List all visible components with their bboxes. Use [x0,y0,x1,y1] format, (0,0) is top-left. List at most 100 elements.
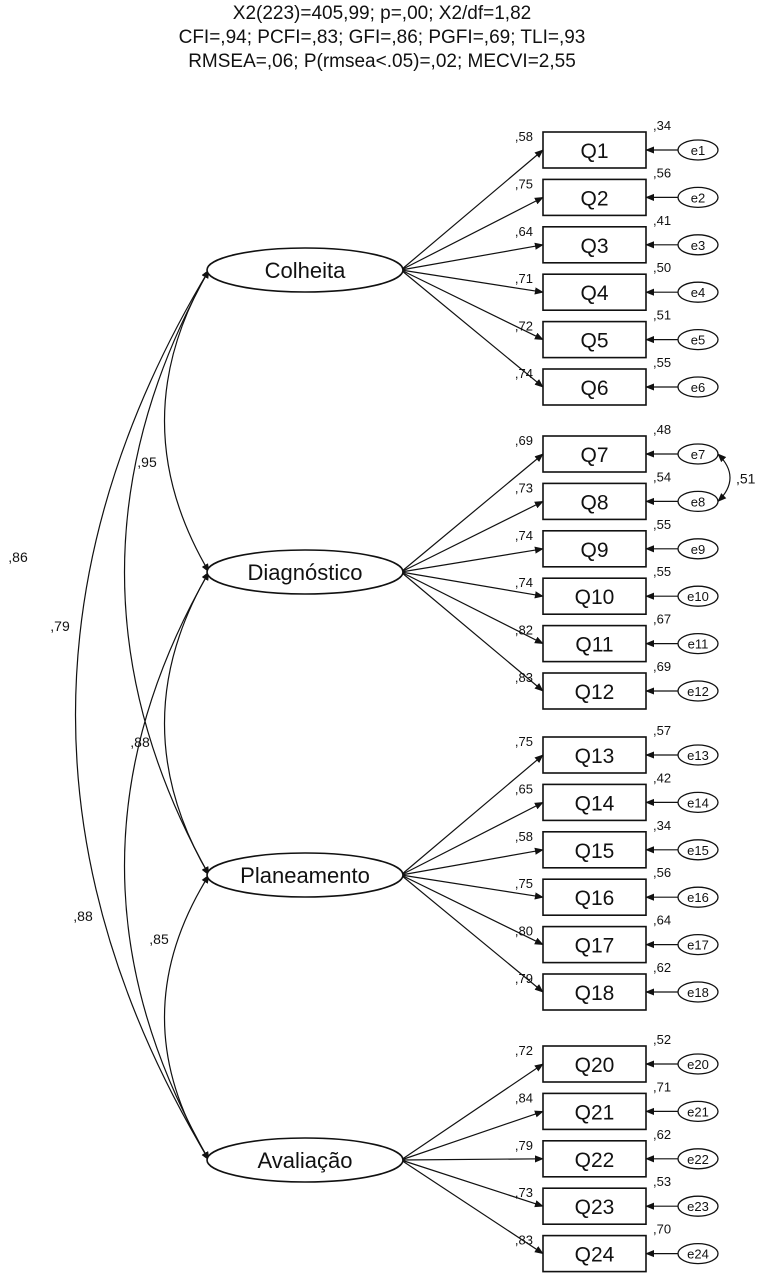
loading-value-q8: ,73 [515,480,533,495]
error-label-e8: e8 [691,494,705,509]
loading-value-q24: ,83 [515,1233,533,1248]
error-label-e18: e18 [687,985,709,1000]
loading-value-q7: ,69 [515,433,533,448]
indicator-box-q1 [542,131,647,169]
correlation-value-diagnostico-avaliacao: ,88 [73,908,93,924]
indicator-label-q13: Q13 [575,745,615,768]
error-label-e4: e4 [691,285,705,300]
indicator-box-q3 [542,226,647,264]
fit-line-3: RMSEA=,06; P(rmsea<.05)=,02; MECVI=2,55 [188,51,576,72]
factor-label-colheita: Colheita [265,258,346,283]
loading-arrow-q20 [400,1063,544,1161]
indicator-box-q2 [542,178,647,217]
indicator-label-q18: Q18 [575,982,615,1005]
factor-label-diagnostico: Diagnóstico [248,560,363,585]
indicator-label-q21: Q21 [575,1101,615,1124]
diagram-nodes [206,131,719,1273]
error-label-e22: e22 [687,1152,709,1167]
correlation-value-diagnostico-planeamento: ,88 [130,734,150,750]
error-label-e12: e12 [687,684,709,699]
loading-arrow-q13 [400,754,544,876]
error-ellipse-e17 [677,933,719,956]
loading-value-q5: ,72 [515,319,533,334]
factor-correlations [74,269,731,1161]
factor-label-planeamento: Planeamento [240,863,370,888]
loading-arrow-q21 [400,1110,544,1161]
loading-value-q3: ,64 [515,224,533,239]
loading-arrow-q17 [400,874,544,946]
indicator-box-q16 [542,878,647,917]
indicator-box-q15 [542,830,647,869]
indicator-box-q22 [542,1140,647,1178]
indicator-box-q5 [542,320,647,359]
indicator-label-q9: Q9 [580,539,608,562]
indicator-box-q17 [542,925,647,964]
loading-value-q13: ,75 [515,734,533,749]
error-ellipse-e18 [677,981,719,1003]
correlation-arc-diagnostico-planeamento [164,571,210,876]
indicator-box-q24 [542,1234,647,1273]
error-label-e7: e7 [691,447,705,462]
error-label-e23: e23 [687,1199,709,1214]
fit-line-2: CFI=,94; PCFI=,83; GFI=,86; PGFI=,69; TL… [178,27,586,48]
r2-value-q2: ,56 [653,165,671,180]
factor-ellipse-diagnostico [206,549,404,595]
indicator-label-q15: Q15 [575,840,615,863]
indicator-box-q6 [542,368,647,406]
error-ellipse-e9 [677,538,719,560]
error-label-e6: e6 [691,380,705,395]
loading-value-q2: ,75 [515,176,533,191]
error-ellipse-e4 [677,281,719,303]
loading-value-q23: ,73 [515,1185,533,1200]
error-label-e10: e10 [687,589,709,604]
error-ellipse-e5 [677,328,719,351]
loading-value-q21: ,84 [515,1090,533,1105]
error-ellipse-e13 [677,744,719,766]
indicator-label-q6: Q6 [580,377,608,400]
indicator-box-q11 [542,624,647,663]
r2-value-q20: ,52 [653,1032,671,1047]
loading-value-q10: ,74 [515,575,533,590]
loading-arrow-q2 [400,196,544,271]
r2-value-q1: ,34 [653,118,671,133]
loading-value-q12: ,83 [515,670,533,685]
error-label-e15: e15 [687,843,709,858]
error-label-e9: e9 [691,542,705,557]
loading-arrow-q11 [400,571,544,645]
error-ellipse-e6 [677,376,719,398]
indicator-label-q17: Q17 [575,935,615,958]
loading-arrow-q24 [400,1159,544,1255]
error-ellipse-e16 [677,886,719,908]
r2-value-q18: ,62 [653,960,671,975]
error-ellipse-e23 [677,1195,719,1217]
loading-arrow-q1 [400,149,544,271]
loading-value-q18: ,79 [515,971,533,986]
indicator-box-q18 [542,973,647,1011]
loading-arrow-q7 [400,453,544,573]
error-ellipse-e20 [677,1053,719,1075]
r2-value-q23: ,53 [653,1174,671,1189]
r2-value-q13: ,57 [653,723,671,738]
indicator-label-q8: Q8 [580,491,608,514]
indicator-box-q21 [542,1092,647,1131]
indicator-label-q23: Q23 [575,1196,615,1219]
fit-indices-header: X2(223)=405,99; p=,00; X2/df=1,82 CFI=,9… [0,0,764,74]
error-ellipse-e15 [677,839,719,861]
error-ellipse-e10 [677,585,719,607]
r2-value-q15: ,34 [653,818,671,833]
loading-arrow-q10 [400,571,544,599]
correlation-arc-colheita-diagnostico [164,269,210,573]
loading-arrow-q3 [400,242,544,271]
error-label-e14: e14 [687,795,709,810]
error-label-e5: e5 [691,333,705,348]
indicator-box-q23 [542,1187,647,1225]
r2-value-q6: ,55 [653,355,671,370]
correlation-arc-colheita-planeamento [123,269,210,876]
error-label-e2: e2 [691,190,705,205]
error-ellipse-e12 [677,680,719,702]
indicator-box-q9 [542,529,647,568]
loading-value-q14: ,65 [515,781,533,796]
r2-value-q12: ,69 [653,659,671,674]
correlation-arc-diagnostico-avaliacao [123,571,210,1161]
factor-label-avaliacao: Avaliação [258,1148,353,1173]
